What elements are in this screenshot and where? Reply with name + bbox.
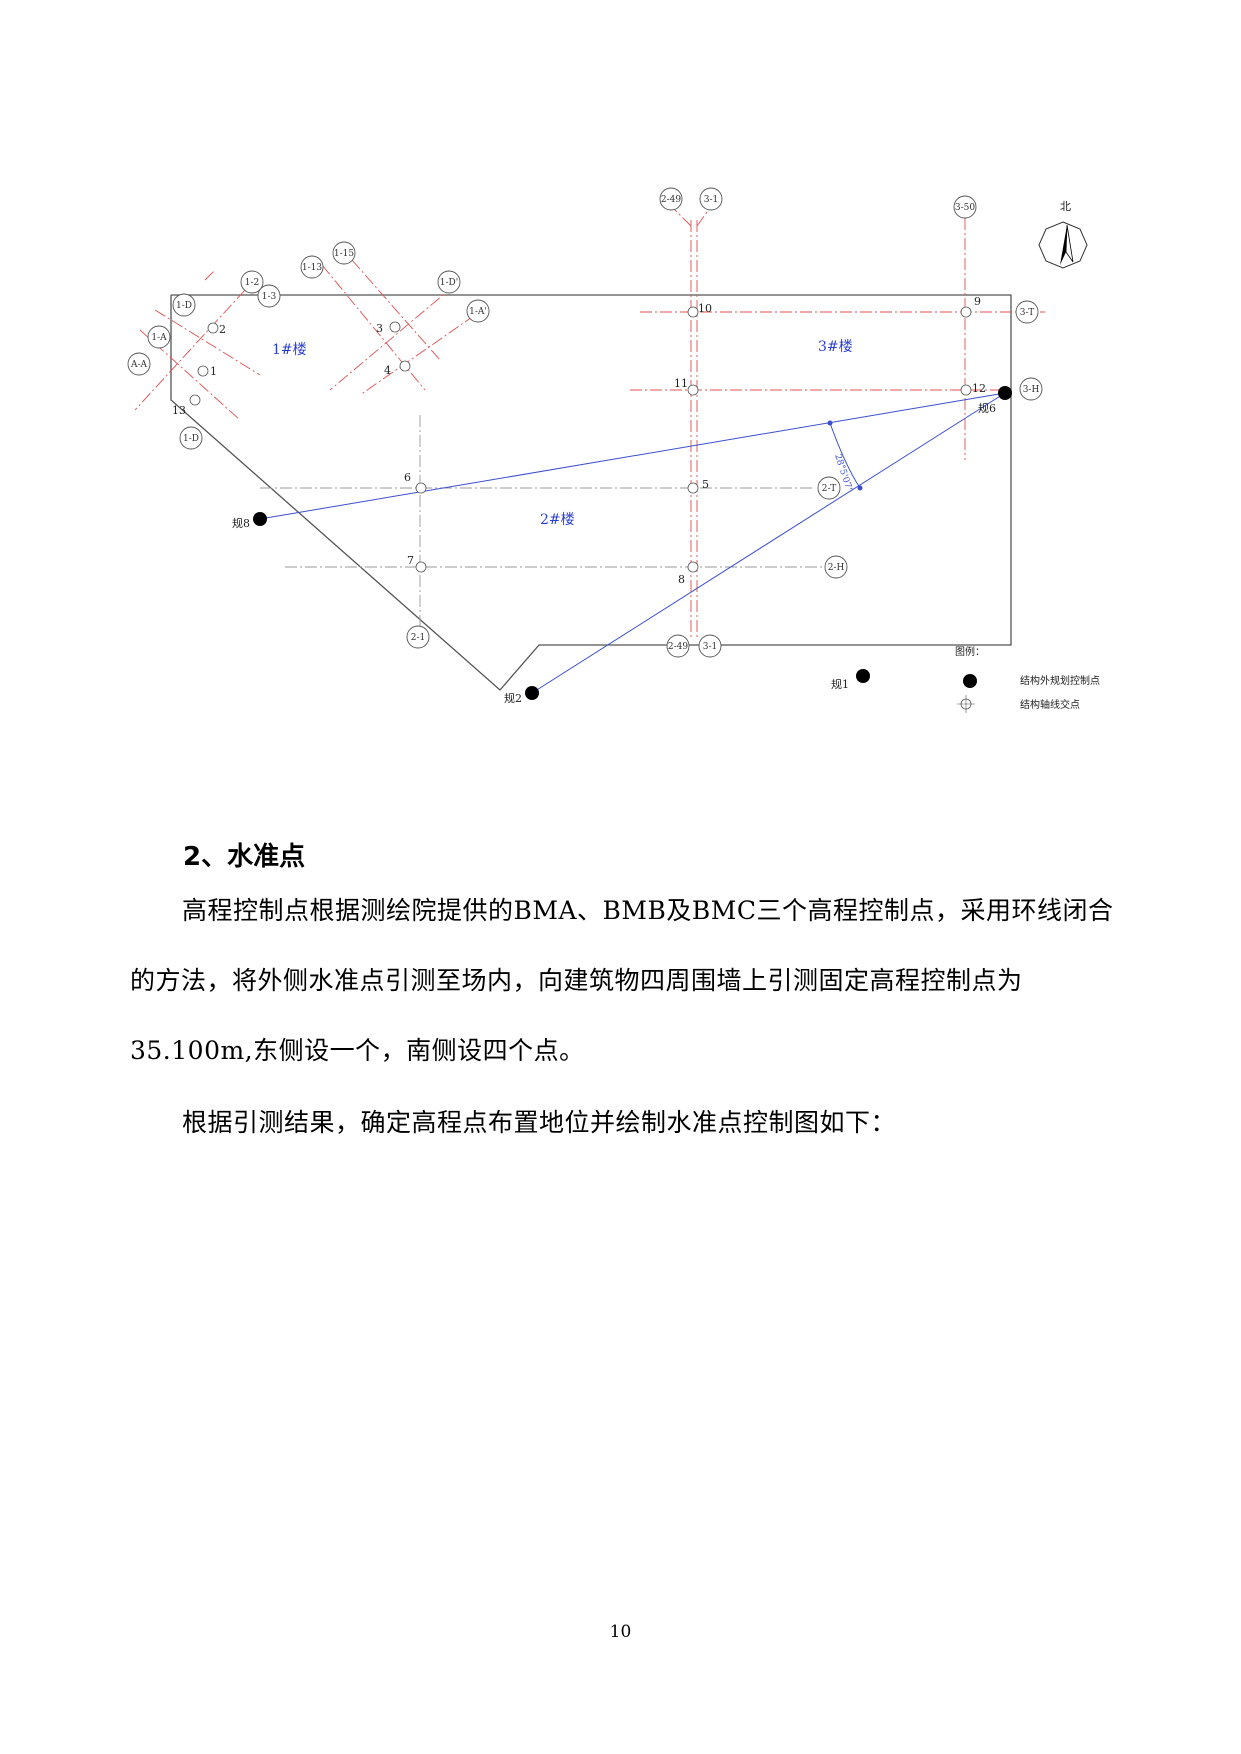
svg-text:2-T: 2-T [822, 484, 836, 494]
svg-text:7: 7 [407, 554, 414, 567]
svg-text:1-2: 1-2 [245, 278, 260, 288]
survey-lines [259, 392, 1006, 694]
svg-text:1-D: 1-D [176, 301, 192, 311]
site-boundary [170, 294, 1012, 691]
svg-text:1-A': 1-A' [469, 307, 487, 317]
svg-text:图例：: 图例： [955, 645, 985, 658]
svg-text:3: 3 [376, 322, 383, 335]
svg-text:1: 1 [210, 365, 217, 378]
svg-text:1-D: 1-D [183, 434, 199, 444]
control-points [253, 386, 1012, 700]
svg-text:结构外规划控制点: 结构外规划控制点 [1020, 674, 1100, 687]
svg-text:1-13: 1-13 [302, 263, 322, 273]
svg-text:2-49: 2-49 [661, 195, 681, 205]
svg-text:1-D': 1-D' [440, 278, 458, 288]
svg-text:2-49: 2-49 [668, 642, 688, 652]
svg-text:6: 6 [404, 471, 411, 484]
svg-text:3#楼: 3#楼 [818, 339, 853, 355]
svg-text:规2: 规2 [504, 691, 522, 705]
svg-text:2-H: 2-H [828, 563, 845, 573]
point-numbers: 1 2 3 4 5 6 7 8 9 10 11 12 13 [172, 295, 986, 586]
page-number: 10 [609, 1622, 632, 1642]
svg-text:1-15: 1-15 [334, 249, 354, 259]
svg-text:3-50: 3-50 [955, 203, 975, 213]
axis-label-texts: 2-49 3-1 3-50 1-15 1-13 1-2 1-3 1-D 1-D'… [130, 195, 1039, 652]
axis-intersections [189, 306, 972, 573]
svg-text:10: 10 [698, 302, 712, 315]
paragraph-1: 高程控制点根据测绘院提供的BMA、BMB及BMC三个高程控制点，采用环线闭合的方… [130, 896, 1114, 1065]
svg-text:3-T: 3-T [1020, 308, 1034, 318]
svg-text:13: 13 [172, 404, 186, 417]
svg-text:2-1: 2-1 [411, 633, 426, 643]
svg-text:5: 5 [702, 478, 709, 491]
svg-text:规8: 规8 [232, 516, 250, 530]
svg-text:1-A: 1-A [151, 333, 167, 343]
svg-text:3-1: 3-1 [704, 195, 719, 205]
svg-text:2: 2 [219, 323, 226, 336]
building-labels: 1#楼 2#楼 3#楼 [272, 339, 853, 528]
svg-text:12: 12 [972, 382, 986, 395]
axis-grid [134, 204, 1045, 640]
building2-axes [260, 415, 825, 630]
svg-text:A-A: A-A [130, 360, 148, 370]
svg-text:3-1: 3-1 [703, 642, 718, 652]
north-label: 北 [1060, 200, 1071, 213]
svg-text:规1: 规1 [831, 677, 849, 691]
svg-text:4: 4 [384, 364, 391, 377]
paragraph-2: 根据引测结果，确定高程点布置地位并绘制水准点控制图如下： [182, 1108, 897, 1137]
section-heading: 2、水准点 [183, 842, 306, 872]
svg-text:结构轴线交点: 结构轴线交点 [1020, 698, 1080, 711]
svg-text:9: 9 [974, 295, 981, 308]
svg-text:3-H: 3-H [1023, 385, 1040, 395]
svg-text:11: 11 [674, 377, 688, 390]
axis-label-bubbles [127, 187, 1043, 658]
svg-text:8: 8 [678, 573, 685, 586]
svg-text:1-3: 1-3 [262, 292, 277, 302]
north-arrow [1038, 221, 1088, 269]
legend: 图例： 结构外规划控制点 结构轴线交点 [955, 645, 1100, 713]
site-survey-drawing: 28°5'07" 2-49 3-1 3-50 1-15 1-13 1-2 1-3… [127, 187, 1100, 713]
control-point-labels: 规8 规2 规1 规6 [232, 401, 996, 705]
svg-text:2#楼: 2#楼 [540, 512, 575, 528]
svg-text:规6: 规6 [978, 401, 996, 415]
svg-text:1#楼: 1#楼 [272, 342, 307, 358]
